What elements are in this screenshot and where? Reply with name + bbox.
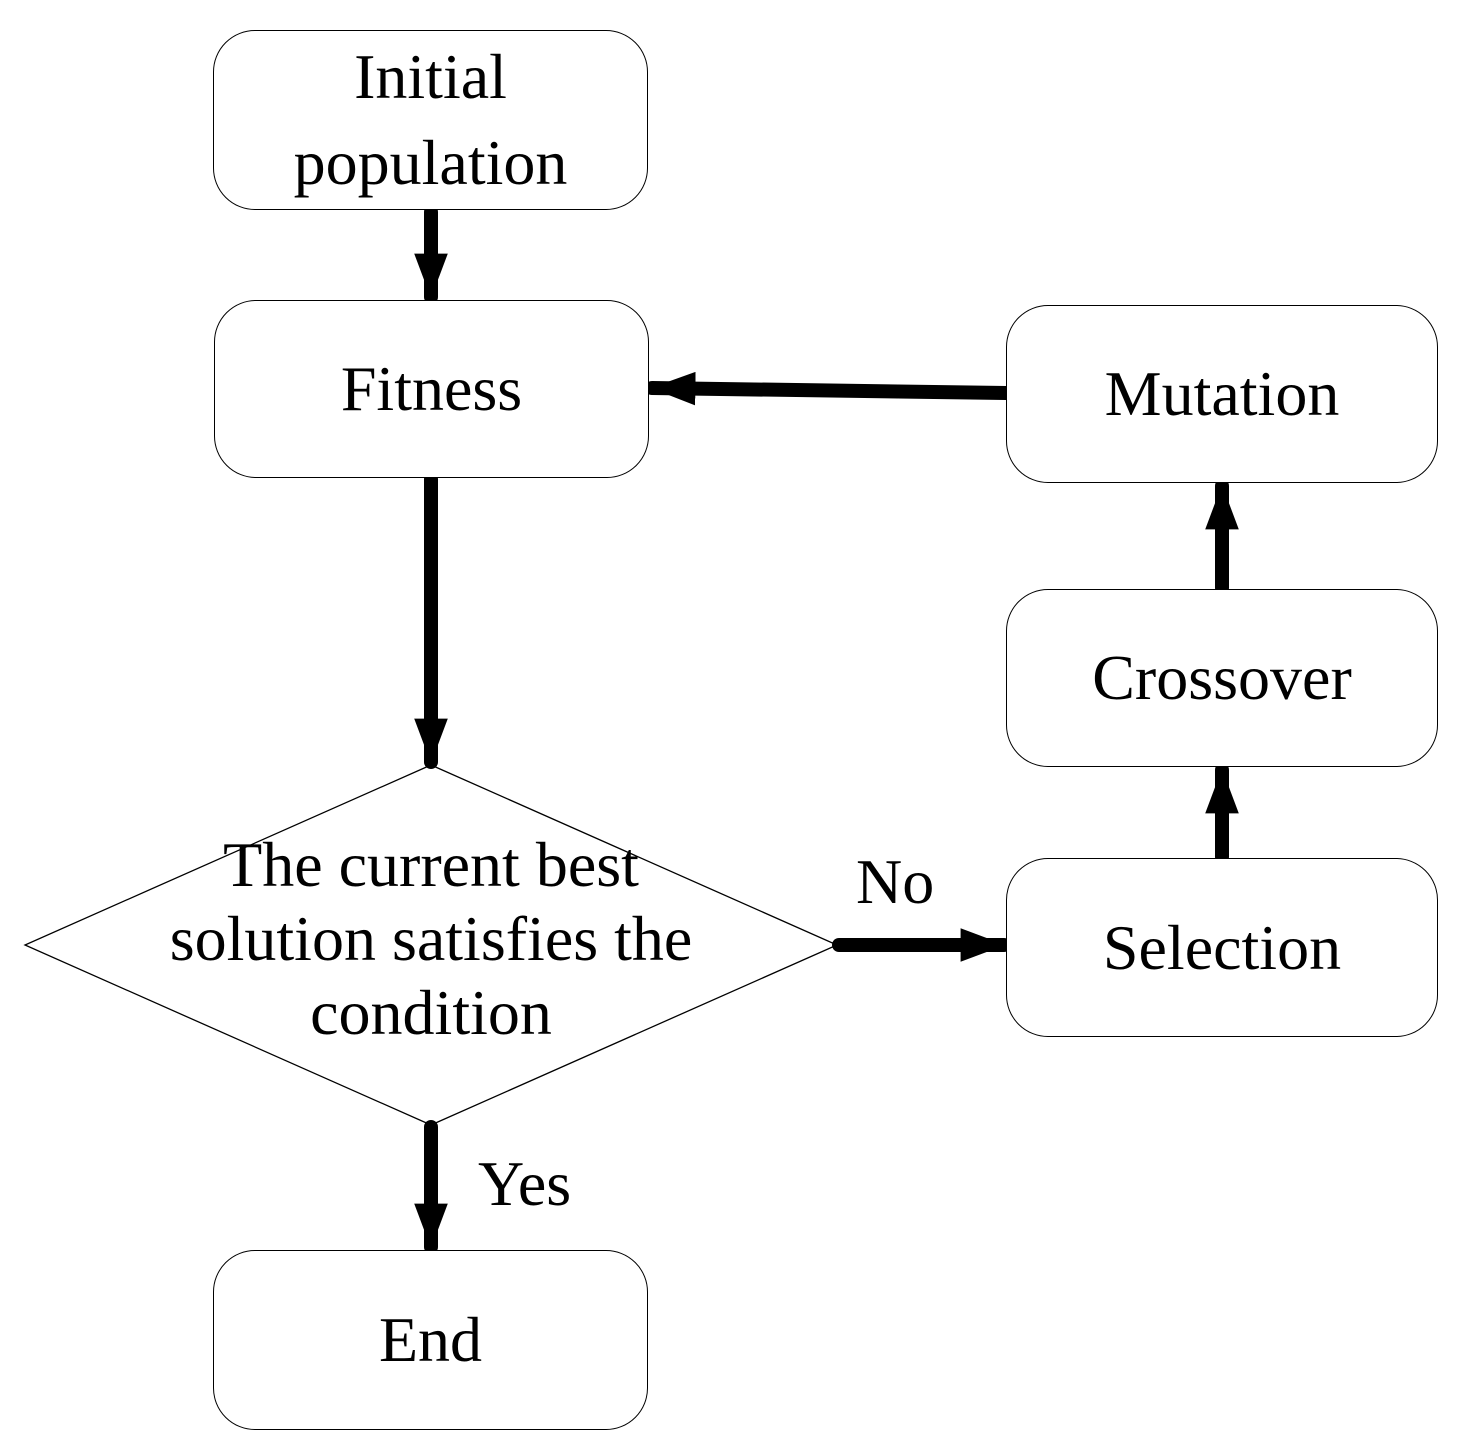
arrow-mutation-to-fitness [645, 371, 1013, 406]
node-fitness-label: Fitness [340, 353, 523, 424]
node-end-label: End [378, 1304, 483, 1375]
initial-population-line-2: population [293, 127, 568, 198]
node-mutation-label: Mutation [1104, 358, 1340, 429]
node-crossover: Crossover [1006, 589, 1438, 767]
edge-label-no: No [856, 846, 935, 917]
decision-line-3: condition [310, 977, 552, 1048]
node-end: End [213, 1250, 648, 1430]
initial-population-line-1: Initial [354, 41, 507, 112]
node-crossover-label: Crossover [1092, 642, 1352, 713]
node-fitness: Fitness [214, 300, 649, 478]
node-initial-population: Initial population [213, 30, 648, 210]
decision-line-1: The current best [223, 829, 639, 900]
node-selection: Selection [1006, 858, 1438, 1037]
node-selection-label: Selection [1102, 911, 1342, 983]
edge-label-yes: Yes [478, 1148, 572, 1219]
decision-line-2: solution satisfies the [169, 903, 693, 974]
node-decision-label: The current best solution satisfies the … [81, 828, 781, 1050]
node-mutation: Mutation [1006, 305, 1438, 483]
node-initial-population-label: Initial population [294, 34, 568, 206]
